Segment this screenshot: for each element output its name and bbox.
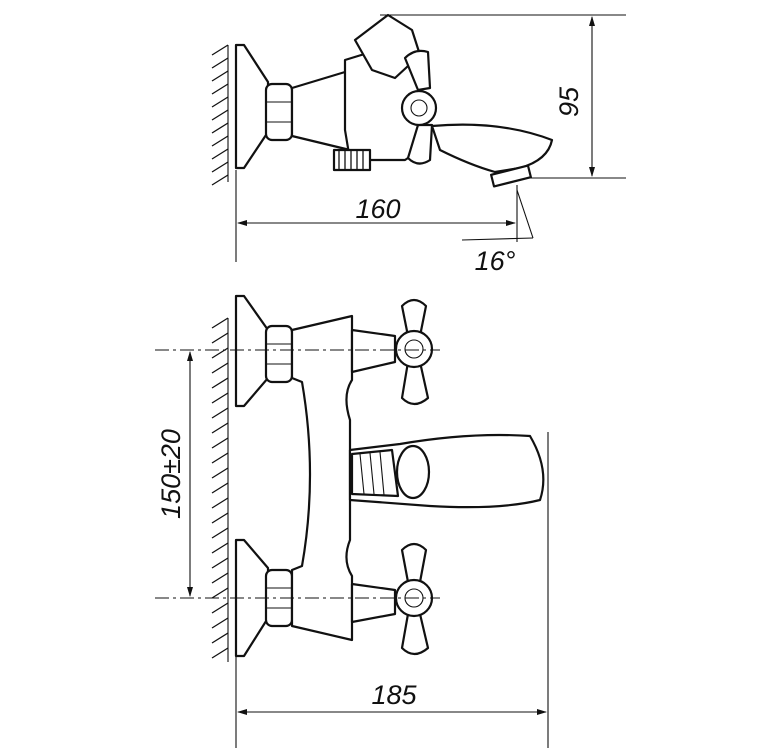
side-dimensions: 95 160 16° [235,14,626,276]
side-view [211,13,554,188]
front-wall-hatch [211,317,229,662]
front-upper-nut [264,324,294,384]
side-eccentric [290,70,352,152]
front-upper-valve [350,328,397,374]
side-wall-flange [234,43,270,170]
front-spout [348,433,545,509]
front-main-body [290,314,354,642]
length-side-label: 160 [355,194,400,224]
front-view [155,294,545,662]
side-aerator [490,164,532,188]
front-upper-handle-bottom [400,360,430,406]
front-lower-handle-top [400,542,428,584]
angle-label: 16° [475,246,516,276]
side-wall-hatch [211,44,229,186]
front-upper-flange [234,294,270,408]
length-front-label: 185 [371,680,417,710]
front-dimensions: 150±20 185 [156,351,549,748]
front-upper-handle-top [400,298,428,338]
front-lower-handle-bottom [400,612,430,656]
center-distance-label: 150±20 [156,429,186,519]
side-thread [332,148,372,172]
front-upper-handle-hub [394,329,434,369]
side-hex-nut [264,82,294,142]
side-handle-hub [400,89,438,127]
side-spout [430,123,554,174]
front-diverter-collar [350,448,400,498]
side-handle-lower [406,123,434,165]
front-lower-valve [350,582,397,624]
side-handle-cross [403,49,432,92]
front-diverter-knob [395,444,431,500]
height-label: 95 [554,86,584,117]
